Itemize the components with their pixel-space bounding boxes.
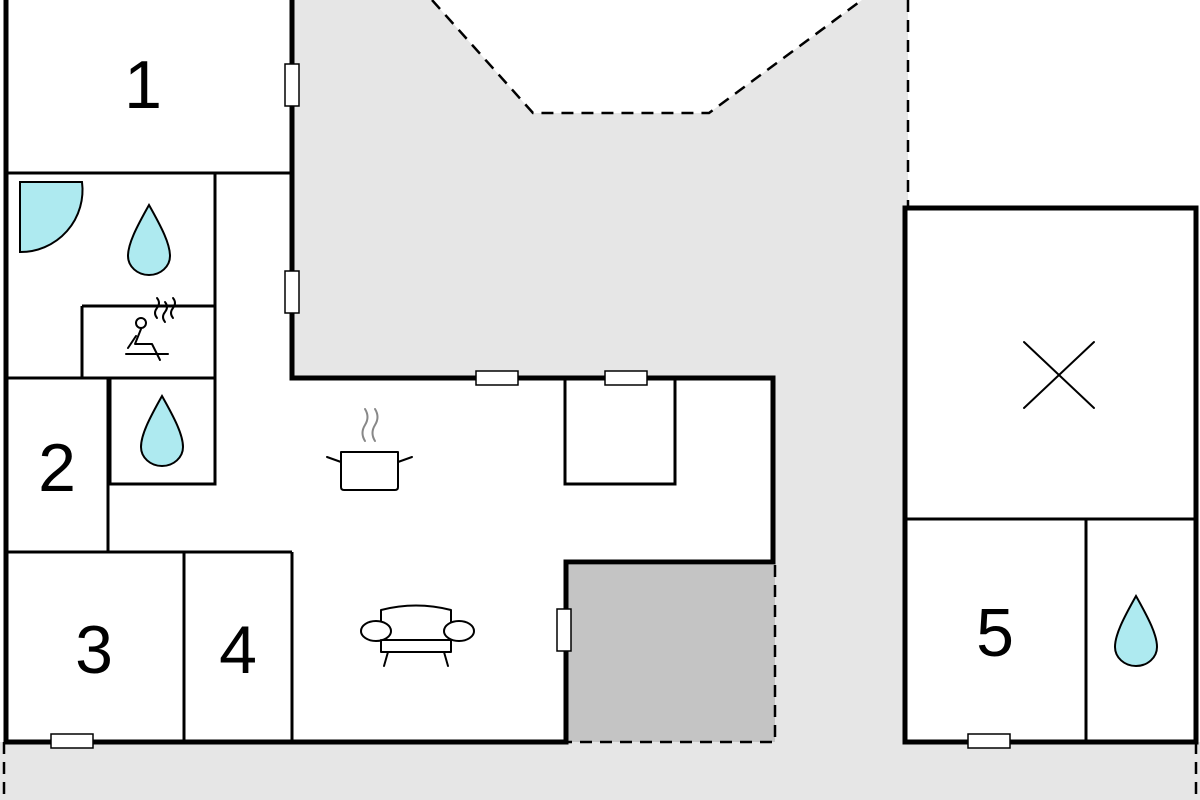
room-label-4: 4 <box>219 612 257 688</box>
room-label-5: 5 <box>976 595 1014 671</box>
annex-walls <box>902 205 1199 745</box>
shower-door-icon <box>19 181 84 254</box>
window <box>284 270 300 314</box>
water-drop-icon <box>1113 593 1159 667</box>
window <box>50 733 94 749</box>
window <box>556 608 572 652</box>
window <box>967 733 1011 749</box>
interior-walls <box>6 171 677 742</box>
window <box>284 63 300 107</box>
water-drop-icon <box>139 393 185 467</box>
water-drop-icon <box>126 202 172 276</box>
roof-outline <box>431 0 863 115</box>
kitchen-pot-icon <box>326 408 413 491</box>
annex-interior-walls <box>905 517 1196 742</box>
main-building-walls <box>3 0 776 745</box>
sofa-icon <box>360 604 475 667</box>
terrace-outline-bottom <box>2 742 1198 800</box>
room-label-1: 1 <box>124 47 162 123</box>
window <box>475 370 519 386</box>
window <box>604 370 648 386</box>
room-label-3: 3 <box>75 612 113 688</box>
covered-area <box>566 565 775 742</box>
cross-icon <box>1023 341 1095 409</box>
room-label-2: 2 <box>38 430 76 506</box>
sauna-icon <box>125 297 176 361</box>
